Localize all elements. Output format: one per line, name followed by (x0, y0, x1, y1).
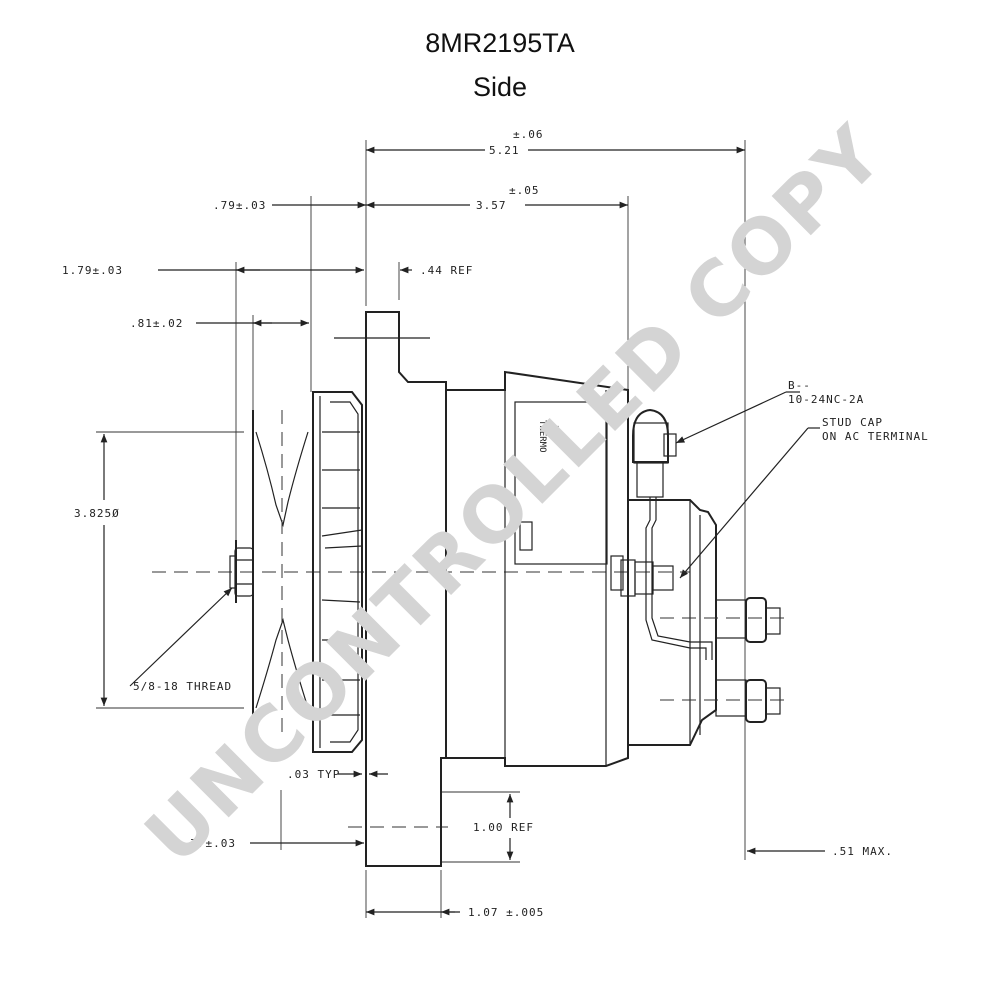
thread-label: 5/8-18 THREAD (133, 680, 232, 693)
max-51-label: .51 MAX. (832, 845, 893, 858)
drawing-title: 8MR2195TA (425, 28, 575, 58)
mount-ref-label: 1.00 REF (473, 821, 534, 834)
extension-lines (96, 140, 746, 918)
b-terminal-label-2: 10-24NC-2A (788, 393, 864, 406)
stud-cap-label-2: ON AC TERMINAL (822, 430, 929, 443)
nameplate-brand: THERMO (537, 420, 547, 453)
stator-body: THERMO ING (445, 370, 629, 767)
fan (312, 391, 363, 753)
b-terminal-label-1: B-- (788, 379, 811, 392)
pulley-offset-label: 1.79±.03 (62, 264, 123, 277)
body-length-tol-label: ±.05 (509, 184, 540, 197)
nameplate-sub: ING (549, 425, 559, 441)
rear-housing (610, 408, 790, 746)
pulley-diameter-label: 3.825Ø (74, 507, 120, 520)
typ-03-label: .03 TYP (287, 768, 340, 781)
overall-length-tol-label: ±.06 (513, 128, 544, 141)
pulley (229, 410, 309, 735)
bottom-left-label: 1.77±.03 (175, 837, 236, 850)
fan-offset-label: .79±.03 (213, 199, 266, 212)
stud-cap-label-1: STUD CAP (822, 416, 883, 429)
ref-44-label: .44 REF (420, 264, 473, 277)
mount-width-label: 1.07 ±.005 (468, 906, 544, 919)
pulley-width-label: .81±.02 (130, 317, 183, 330)
body-length-label: 3.57 (476, 199, 507, 212)
dimension-labels: 5.21 ±.06 3.57 ±.05 .79±.03 1.79±.03 .44… (62, 128, 929, 919)
dimension-lines (100, 146, 825, 916)
overall-length-label: 5.21 (489, 144, 520, 157)
drawing-subtitle: Side (472, 72, 528, 102)
watermark: UNCONTROLLED COPY (128, 107, 901, 880)
